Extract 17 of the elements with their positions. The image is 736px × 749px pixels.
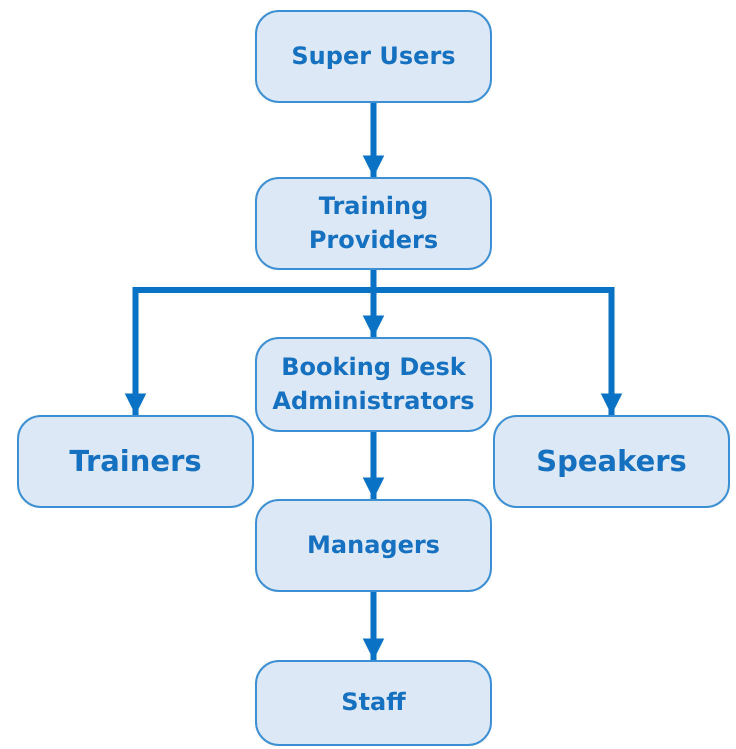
role-label: Speakers	[536, 443, 687, 480]
role-label: Booking Desk Administrators	[271, 352, 476, 416]
role-box	[255, 660, 492, 746]
role-label: Staff	[341, 687, 406, 718]
role-label: Trainers	[69, 443, 202, 480]
arrow	[362, 592, 384, 660]
role-box	[255, 10, 492, 103]
role-box	[255, 177, 492, 270]
role-label: Managers	[307, 530, 440, 561]
role-box	[255, 337, 492, 432]
role-box	[493, 415, 730, 508]
arrow	[362, 432, 384, 499]
role-label: Training Providers	[308, 190, 440, 256]
arrow	[362, 103, 384, 177]
role-box	[255, 499, 492, 592]
role-label: Super Users	[291, 40, 456, 72]
role-box	[17, 415, 254, 508]
